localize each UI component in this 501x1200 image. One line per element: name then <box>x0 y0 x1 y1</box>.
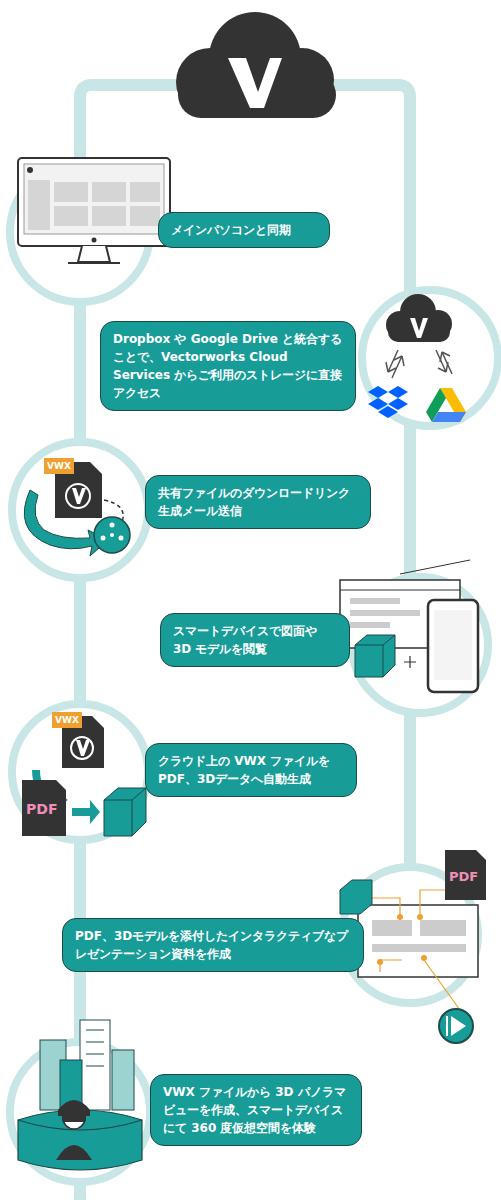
feature-text: 共有ファイルのダウンロードリンク生成メール送信 <box>158 484 358 520</box>
feature-text: Dropbox や Google Drive と統合することで、Vectorwo… <box>113 330 343 402</box>
pdf-badge: PDF <box>449 870 478 883</box>
feature-text: スマートデバイスで図面や 3D モデルを閲覧 <box>173 622 337 658</box>
feature-box: メインパソコンと同期 <box>158 212 330 248</box>
feature-text: PDF、3Dモデルを添付したインタラクティブなプレゼンテーション資料を作成 <box>75 927 351 963</box>
feature-box: スマートデバイスで図面や 3D モデルを閲覧 <box>160 613 350 667</box>
feature-box: PDF、3Dモデルを添付したインタラクティブなプレゼンテーション資料を作成 <box>62 918 364 972</box>
feature-text: クラウド上の VWX ファイルを PDF、3Dデータへ自動生成 <box>158 752 344 788</box>
feature-box: Dropbox や Google Drive と統合することで、Vectorwo… <box>100 321 356 411</box>
feature-text: メインパソコンと同期 <box>171 221 317 239</box>
feature-box: VWX ファイルから 3D パノラマビューを作成、スマートデバイスにて 360 … <box>150 1074 362 1146</box>
feature-text: VWX ファイルから 3D パノラマビューを作成、スマートデバイスにて 360 … <box>163 1083 349 1137</box>
pdf-badge: PDF <box>26 802 57 816</box>
file-badge: VWX <box>55 716 79 725</box>
feature-box: クラウド上の VWX ファイルを PDF、3Dデータへ自動生成 <box>145 743 357 797</box>
file-badge: VWX <box>47 462 71 471</box>
feature-box: 共有ファイルのダウンロードリンク生成メール送信 <box>145 475 371 529</box>
